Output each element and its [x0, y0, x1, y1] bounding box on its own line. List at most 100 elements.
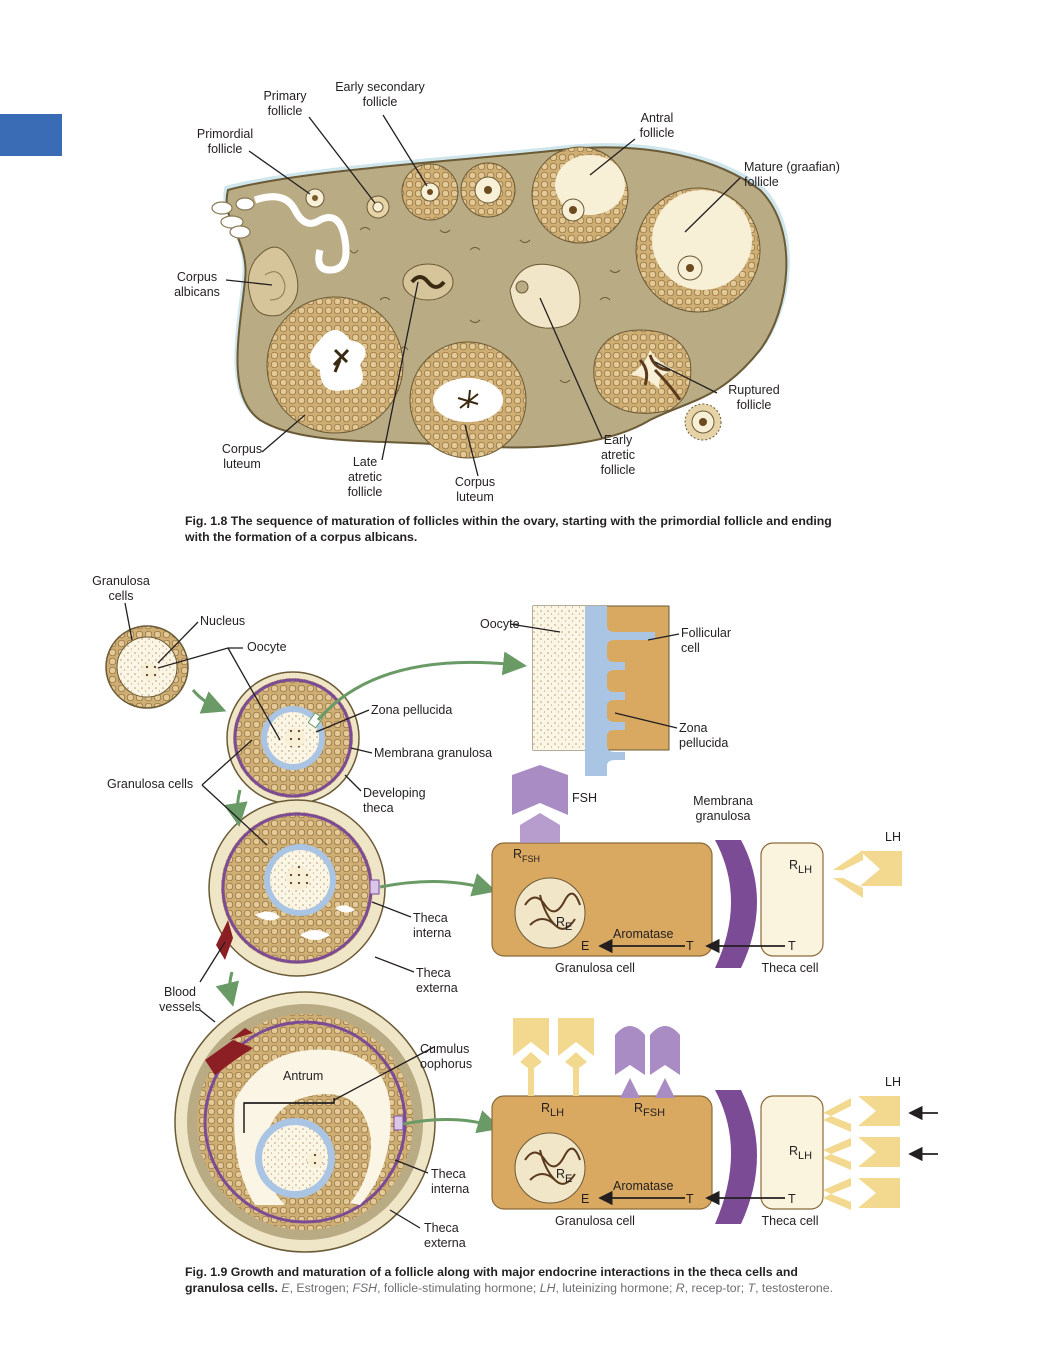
ruptured-follicle: [593, 329, 692, 414]
antral-follicle: [531, 146, 629, 244]
panel1-r-lh: RLH: [789, 858, 812, 876]
fig8-caption-text: Fig. 1.8 The sequence of maturation of f…: [185, 514, 832, 544]
panel2-lh-label: LH: [885, 1075, 901, 1089]
fig9-caption: Fig. 1.9 Growth and maturation of a foll…: [185, 1264, 845, 1296]
panel2-r-e: RE: [556, 1167, 572, 1185]
fig9-caption-segment: , Estrogen;: [289, 1281, 353, 1295]
fig9-caption-segment: LH: [539, 1281, 556, 1295]
panel1-fsh-label: FSH: [572, 791, 597, 805]
fig9-caption-segment: R: [675, 1281, 685, 1295]
early-atretic-follicle: [509, 263, 581, 329]
panel1-lh-label: LH: [885, 830, 901, 844]
panel2-r-fsh: RFSH: [634, 1101, 665, 1119]
label-granulosa-cells-mid: Granulosa cells: [107, 777, 193, 791]
fig9-caption-segment: FSH: [352, 1281, 378, 1295]
label-zona-pellucida: Zona pellucida: [371, 703, 452, 717]
stage1-follicle: [105, 625, 189, 709]
label-nucleus: Nucleus: [200, 614, 245, 628]
fig9-caption-segment: , follicle-stimulating hormone;: [377, 1281, 540, 1295]
panel2-theca-cell: Theca cell: [762, 1214, 819, 1228]
corpus-luteum-center: [409, 341, 527, 459]
fig9-caption-rest: E, Estrogen; FSH, follicle-stimulating h…: [278, 1281, 833, 1295]
late-atretic-follicle: [402, 263, 454, 301]
fig8-leader-lines: [225, 114, 741, 477]
panel2-t-left: T: [686, 1192, 694, 1206]
panel2-r-lh-theca: RLH: [789, 1144, 812, 1162]
panel2-t-right: T: [788, 1192, 796, 1206]
panel2-r-e-sub: E: [565, 1173, 572, 1185]
stage4-follicle: [174, 991, 436, 1253]
zona-pellucida-inset: [532, 605, 670, 776]
panel1-aromatase: Aromatase: [613, 927, 673, 941]
label-antrum: Antrum: [283, 1069, 323, 1083]
green-progression-arrows: [191, 651, 527, 1134]
panel2-r-lh: RLH: [541, 1101, 564, 1119]
panel1-e: E: [581, 939, 589, 953]
fig9-caption-segment: , testosterone.: [755, 1281, 834, 1295]
fig9-caption-bold: Fig. 1.9 Growth and maturation of a foll…: [185, 1265, 798, 1295]
panel2-r-fsh-sub: FSH: [643, 1107, 665, 1119]
panel1-granulosa-cell: Granulosa cell: [555, 961, 635, 975]
label-oocyte: Oocyte: [247, 640, 287, 654]
panel2-endocrine: [491, 1018, 938, 1224]
panel1-r-fsh-sub: FSH: [522, 854, 540, 864]
panel2-r-lh-theca-sub: LH: [798, 1150, 812, 1162]
chapter-tab: [0, 114, 62, 156]
stage3-follicle: [208, 799, 386, 977]
mature-follicle: [635, 187, 761, 313]
panel2-r-lh-r: R: [541, 1101, 550, 1115]
panel1-t-left: T: [686, 939, 694, 953]
panel1-r-fsh: RFSH: [513, 847, 540, 864]
panel2-e: E: [581, 1192, 589, 1206]
panel2-r-fsh-r: R: [634, 1101, 643, 1115]
panel2-aromatase: Aromatase: [613, 1179, 673, 1193]
fig9-caption-segment: E: [281, 1281, 290, 1295]
corpus-albicans: [247, 246, 299, 317]
label-mature-follicle: Mature (graafian)follicle: [744, 160, 840, 189]
fig9-leader-lines: [124, 602, 680, 1229]
label-oocyte-inset: Oocyte: [480, 617, 520, 631]
panel1-theca-cell: Theca cell: [762, 961, 819, 975]
primordial-follicle: [305, 188, 325, 208]
fig9-caption-segment: , luteinizing hormone;: [555, 1281, 676, 1295]
panel2-r-lh-sub: LH: [550, 1107, 564, 1119]
primary-follicle: [366, 195, 390, 219]
label-membrana-granulosa: Membrana granulosa: [374, 746, 492, 760]
early-secondary-follicle: [401, 163, 459, 221]
panel1-t-right: T: [788, 939, 796, 953]
panel1-r-lh-sub: LH: [798, 864, 812, 876]
released-oocyte: [684, 403, 722, 441]
panel2-r-e-r: R: [556, 1167, 565, 1181]
panel1-r-lh-r: R: [789, 858, 798, 872]
panel1-r-e-r: R: [556, 915, 565, 929]
fig9-caption-segment: , recep-tor;: [684, 1281, 748, 1295]
corpus-luteum-left: [266, 296, 404, 434]
panel1-endocrine: [491, 765, 902, 968]
fig8-caption: Fig. 1.8 The sequence of maturation of f…: [185, 513, 845, 545]
fig9-caption-segment: T: [747, 1281, 756, 1295]
panel1-r-fsh-r: R: [513, 847, 522, 861]
panel2-granulosa-cell: Granulosa cell: [555, 1214, 635, 1228]
